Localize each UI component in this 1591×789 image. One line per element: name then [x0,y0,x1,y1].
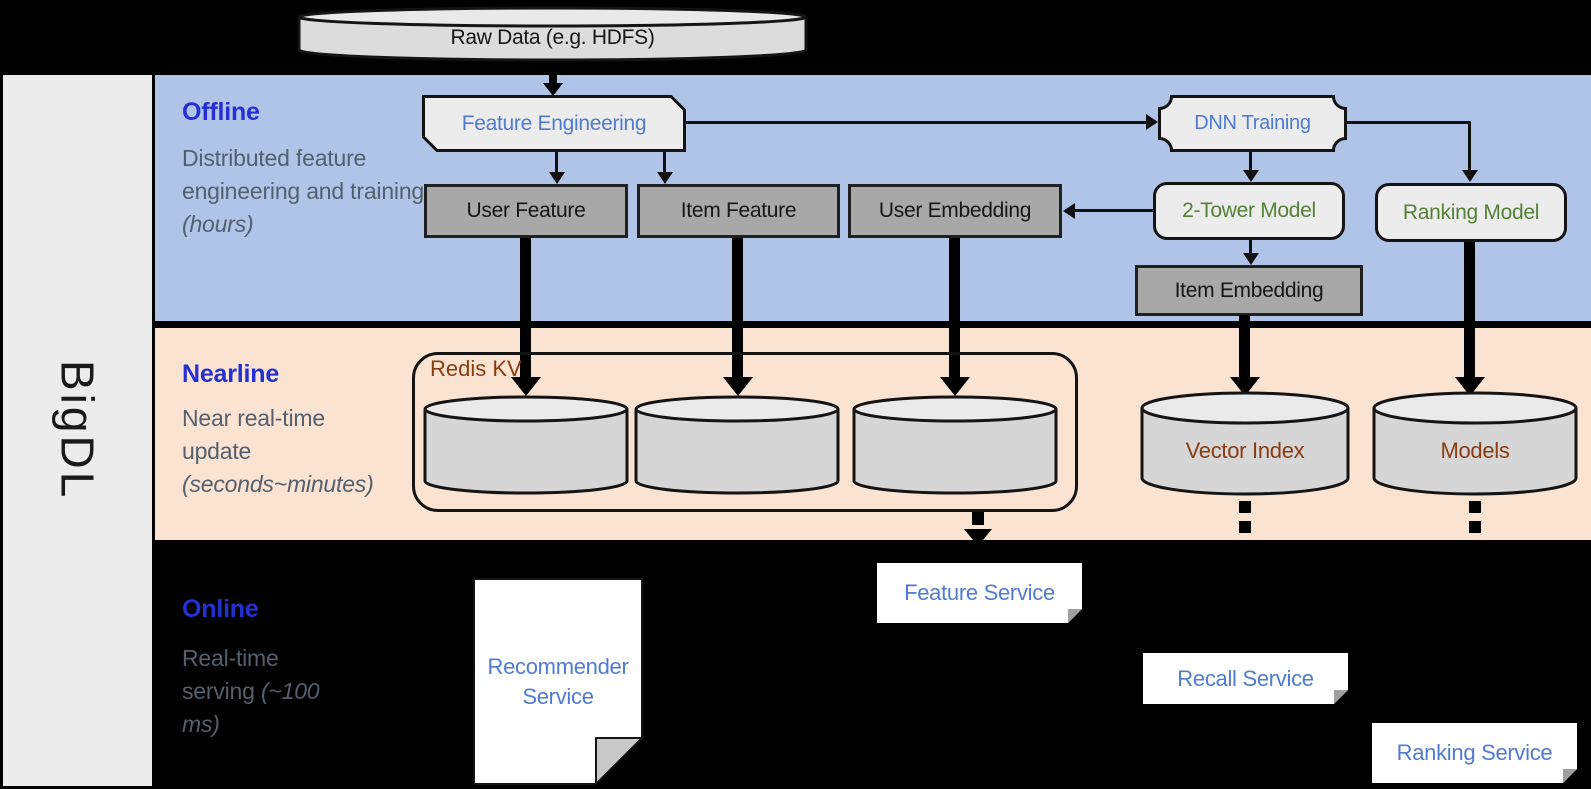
arrow-dnn-to-two-tower-head [1243,170,1259,182]
document-icon [473,578,643,785]
database-cylinder-icon [634,395,840,495]
arrow-ranking-model-to-models [1464,242,1475,378]
item-embedding-box: Item Embedding [1135,265,1363,316]
redis-cylinder-3 [852,395,1058,495]
arrow-dnn-to-ranking-model-h [1347,121,1471,124]
nearline-duration-note: (seconds~minutes) [182,471,374,497]
redis-cylinder-2 [634,395,840,495]
arrow-user-feature-to-redis [520,238,531,378]
arrow-dnn-to-ranking-model-head [1462,170,1478,182]
arrow-fe-to-user-feature-head [549,172,565,184]
dashed-arrow-redis-to-feature-service [972,512,984,525]
vector-index-label: Vector Index [1185,438,1305,463]
recall-service-box: Recall Service [1143,653,1348,704]
arrow-fe-to-user-feature [555,152,558,174]
feature-engineering-box: Feature Engineering [422,95,686,152]
arrow-fe-to-dnn-training [686,121,1147,124]
vector-index-cylinder: Vector Index [1140,391,1350,497]
arrow-two-tower-to-item-embedding-head [1243,253,1259,265]
feature-engineering-label: Feature Engineering [461,111,647,135]
redis-cylinder-1 [423,395,629,495]
arrow-user-feature-to-redis-head [511,377,541,396]
bigdl-brand-label: BigDL [51,360,104,501]
database-cylinder-icon [1372,391,1578,496]
arrow-rawdata-head [543,83,563,96]
ranking-model-label: Ranking Model [1402,200,1540,224]
ranking-model-box: Ranking Model [1375,183,1567,242]
arrow-user-embedding-to-redis-head [940,377,970,396]
arrow-rawdata-to-feature-engineering [549,62,557,84]
recommender-service-doc: Recommender Service [473,578,643,785]
dnn-training-box: DNN Training [1158,95,1347,152]
ranking-service-box: Ranking Service [1372,723,1577,783]
models-cylinder: Models [1372,391,1578,497]
arrow-fe-to-item-feature [663,152,666,174]
database-cylinder-icon [297,6,808,62]
feature-service-box: Feature Service [877,563,1082,623]
online-section-desc: Real-time serving (~100 ms) [182,645,320,737]
arrow-dnn-to-two-tower [1249,152,1252,172]
arrow-fe-to-item-feature-head [657,172,673,184]
folded-corner-icon [1563,769,1577,783]
item-feature-label: Item Feature [680,199,797,222]
redis-kv-label: Redis KV [430,356,522,381]
dashed-line-models-2 [1469,521,1481,533]
bigdl-sidebar: BigDL [3,75,152,786]
offline-section-title: Offline [182,98,260,126]
nearline-section-desc: Near real-time update (seconds~minutes) [182,405,374,497]
user-embedding-label: User Embedding [878,199,1032,222]
offline-duration-note: (hours) [182,211,254,237]
online-section-title: Online [182,595,259,623]
raw-data-cylinder: Raw Data (e.g. HDFS) [297,6,808,62]
recommender-service-label: Recommender Service [487,653,629,709]
user-feature-box: User Feature [424,184,628,238]
two-tower-model-label: 2-Tower Model [1182,199,1316,222]
arrow-item-feature-to-redis [732,238,743,378]
arrow-item-feature-to-redis-head [723,377,753,396]
ranking-service-label: Ranking Service [1396,740,1553,765]
arrow-user-embedding-to-redis [949,238,960,378]
dashed-arrow-redis-head [964,529,992,546]
arrow-ranking-model-to-models-head [1455,377,1485,396]
arrow-two-tower-to-user-embedding-head [1063,203,1075,219]
raw-data-label: Raw Data (e.g. HDFS) [450,26,655,49]
recall-service-label: Recall Service [1177,665,1314,691]
database-cylinder-icon [852,395,1058,495]
dashed-line-vector-index-2 [1239,521,1251,533]
arrow-item-embedding-to-vector-index-head [1230,377,1260,396]
dnn-training-label: DNN Training [1194,112,1311,134]
online-duration-note: (~100 ms) [182,678,320,737]
arrow-two-tower-to-item-embedding [1249,240,1252,255]
user-feature-label: User Feature [466,199,586,222]
arrow-item-embedding-to-vector-index [1239,315,1250,378]
two-tower-model-box: 2-Tower Model [1153,182,1345,240]
item-feature-box: Item Feature [637,184,840,238]
item-embedding-label: Item Embedding [1174,278,1324,302]
folded-corner-icon [1068,609,1082,623]
arrow-fe-to-dnn-training-head [1146,114,1158,130]
arrow-dnn-to-ranking-model-v [1468,121,1471,172]
database-cylinder-icon [1140,391,1350,496]
feature-service-label: Feature Service [904,580,1055,605]
database-cylinder-icon [423,395,629,495]
redis-kv-container [412,352,1078,512]
folded-corner-icon [1334,690,1348,704]
user-embedding-box: User Embedding [848,184,1062,238]
models-label: Models [1440,438,1510,463]
dashed-line-models-1 [1469,501,1481,513]
arrow-two-tower-to-user-embedding [1065,209,1153,212]
offline-section-desc: Distributed feature engineering and trai… [182,145,425,237]
dashed-line-vector-index-1 [1239,501,1251,513]
nearline-section-title: Nearline [182,360,280,388]
